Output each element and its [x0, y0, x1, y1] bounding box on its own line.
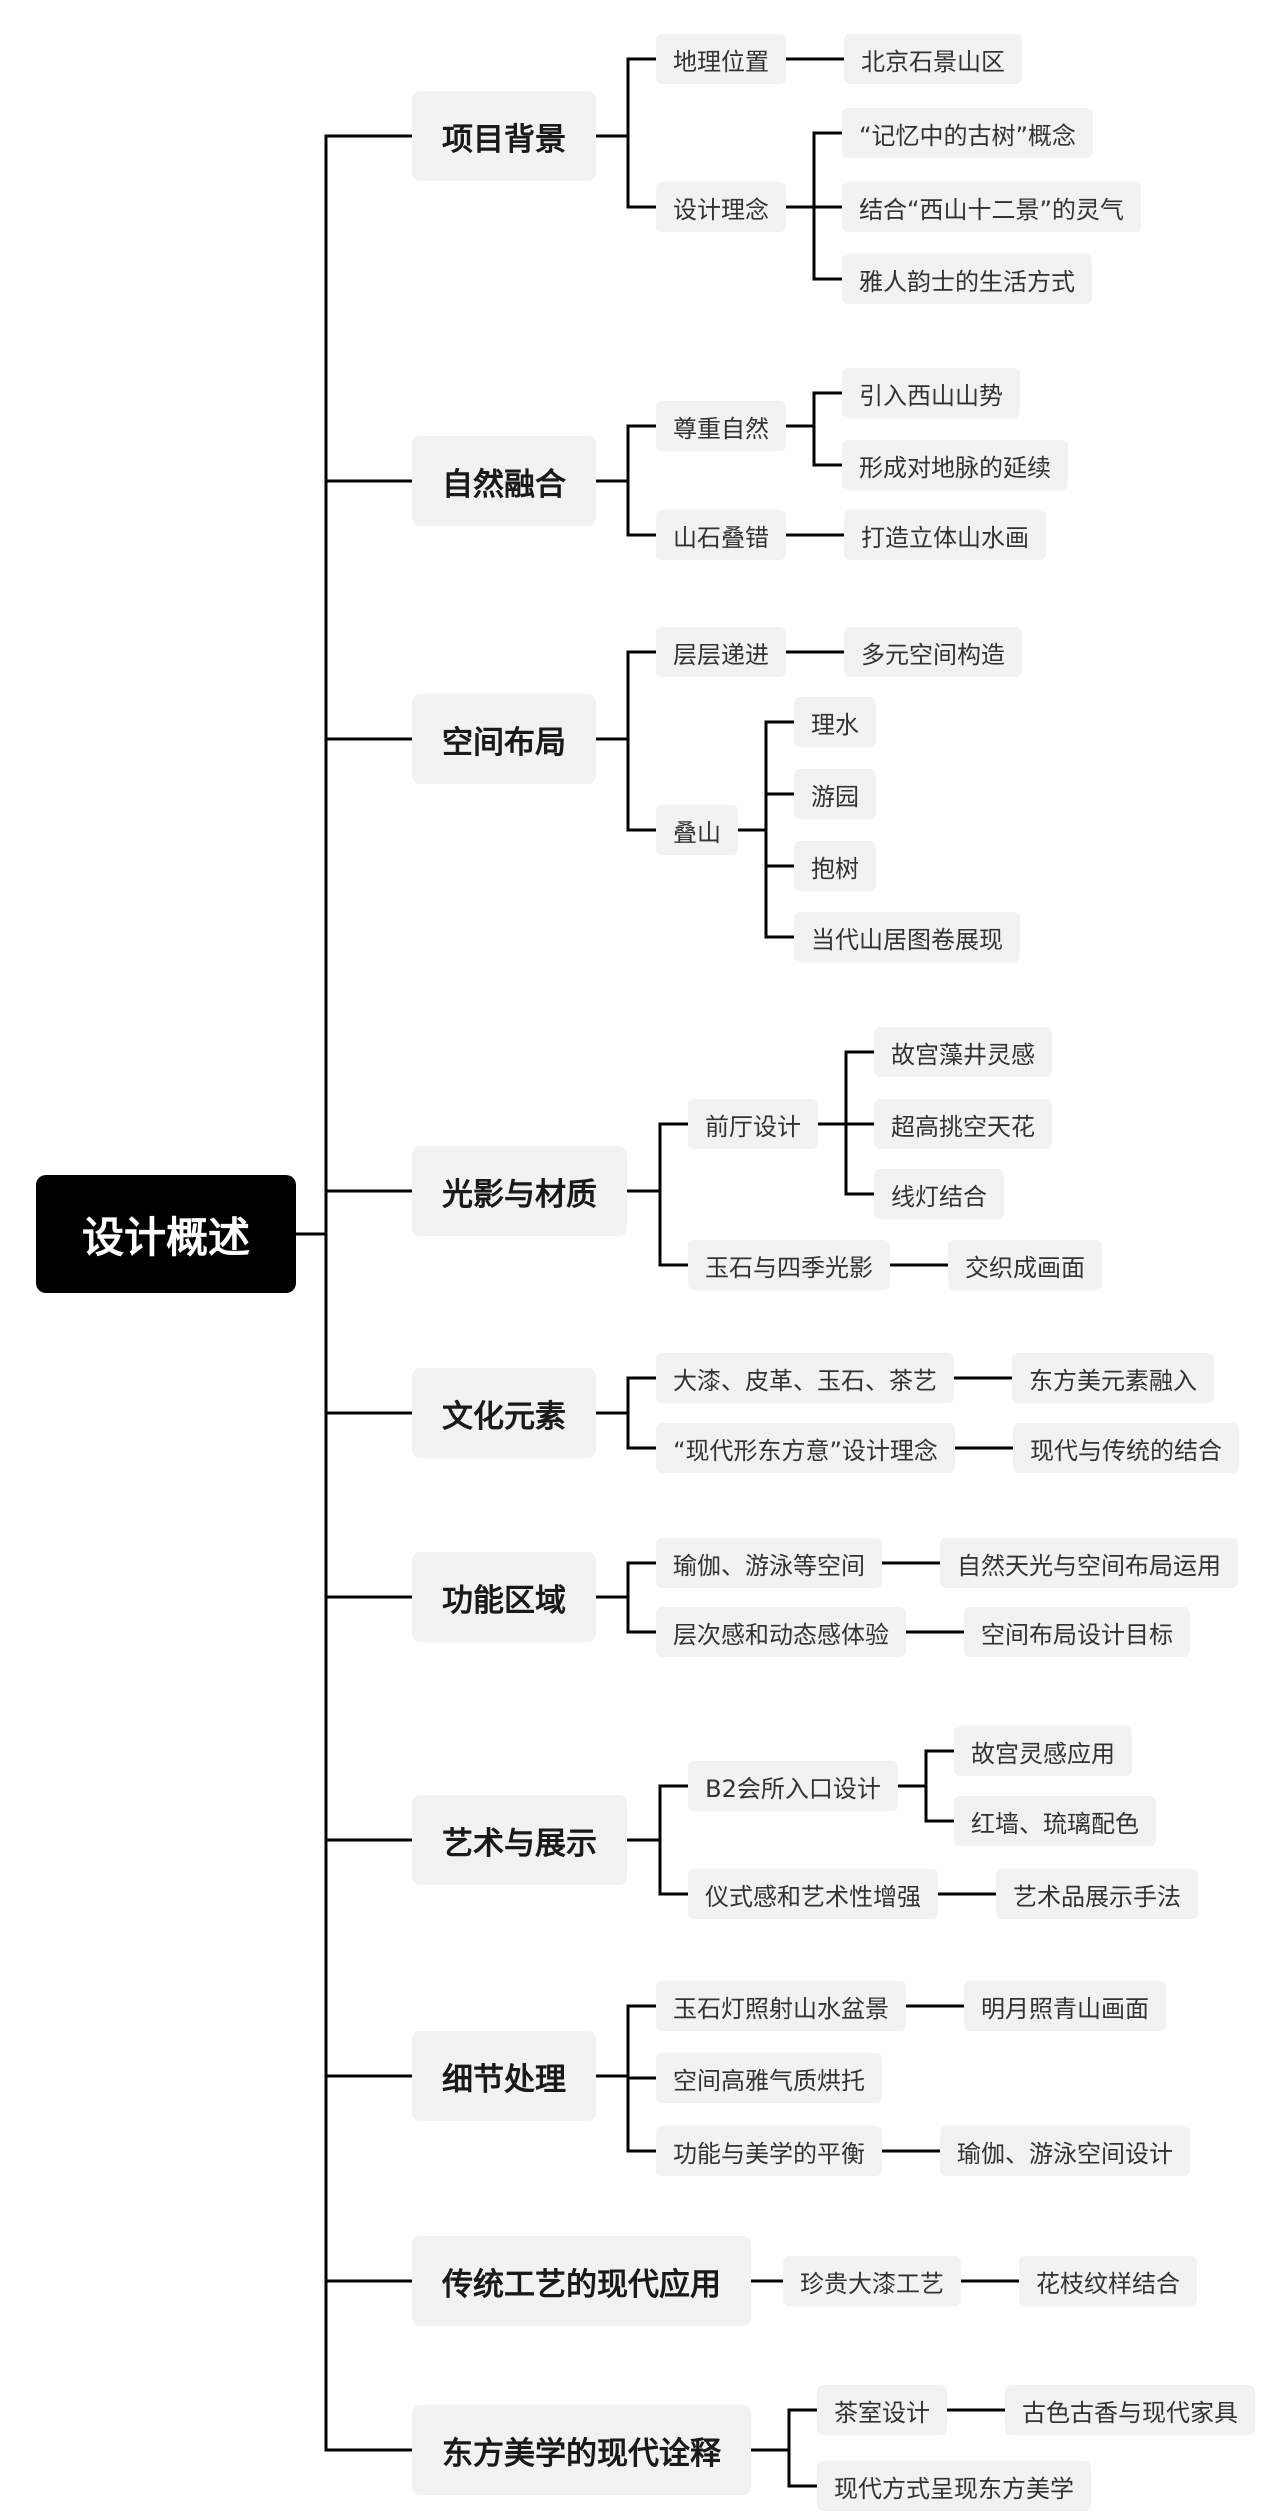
- branch-node: 细节处理: [412, 2031, 596, 2121]
- sub-node: 玉石灯照射山水盆景: [656, 1981, 906, 2031]
- leaf-node: 线灯结合: [874, 1169, 1004, 1219]
- leaf-node: 自然天光与空间布局运用: [940, 1538, 1238, 1588]
- branch-node: 东方美学的现代诠释: [412, 2405, 751, 2495]
- sub-node: 珍贵大漆工艺: [783, 2256, 961, 2306]
- sub-node: “现代形东方意”设计理念: [656, 1423, 955, 1473]
- leaf-node: 结合“西山十二景”的灵气: [842, 182, 1141, 232]
- leaf-node: 引入西山山势: [842, 368, 1020, 418]
- sub-node: 大漆、皮革、玉石、茶艺: [656, 1353, 954, 1403]
- leaf-node: 古色古香与现代家具: [1005, 2385, 1255, 2435]
- sub-node: 茶室设计: [817, 2385, 947, 2435]
- leaf-node: 故宫灵感应用: [954, 1726, 1132, 1776]
- branch-node: 光影与材质: [412, 1146, 627, 1236]
- leaf-node: 超高挑空天花: [874, 1099, 1052, 1149]
- leaf-node: 游园: [794, 769, 876, 819]
- leaf-node: 交织成画面: [948, 1240, 1102, 1290]
- sub-node: 功能与美学的平衡: [656, 2126, 882, 2176]
- leaf-node: 打造立体山水画: [844, 510, 1046, 560]
- sub-node: 层次感和动态感体验: [656, 1607, 906, 1657]
- branch-node: 空间布局: [412, 694, 596, 784]
- leaf-node: 花枝纹样结合: [1019, 2256, 1197, 2306]
- sub-node: 仪式感和艺术性增强: [688, 1869, 938, 1919]
- leaf-node: 当代山居图卷展现: [794, 912, 1020, 962]
- leaf-node: 抱树: [794, 841, 876, 891]
- branch-node: 项目背景: [412, 91, 596, 181]
- root-node: 设计概述: [36, 1175, 296, 1293]
- leaf-node: 红墙、琉璃配色: [954, 1796, 1156, 1846]
- leaf-node: 理水: [794, 697, 876, 747]
- branch-node: 传统工艺的现代应用: [412, 2236, 751, 2326]
- branch-node: 文化元素: [412, 1368, 596, 1458]
- sub-node: 层层递进: [656, 627, 786, 677]
- sub-node: 瑜伽、游泳等空间: [656, 1538, 882, 1588]
- sub-node: 叠山: [656, 805, 738, 855]
- sub-node: 尊重自然: [656, 401, 786, 451]
- branch-node: 功能区域: [412, 1552, 596, 1642]
- leaf-node: 艺术品展示手法: [996, 1869, 1198, 1919]
- sub-node: 山石叠错: [656, 510, 786, 560]
- leaf-node: 北京石景山区: [844, 34, 1022, 84]
- leaf-node: 雅人韵士的生活方式: [842, 254, 1092, 304]
- sub-node: 空间高雅气质烘托: [656, 2053, 882, 2103]
- sub-node: 前厅设计: [688, 1099, 818, 1149]
- leaf-node: “记忆中的古树”概念: [842, 108, 1093, 158]
- leaf-node: 东方美元素融入: [1012, 1353, 1214, 1403]
- branch-node: 艺术与展示: [412, 1795, 627, 1885]
- sub-node: 现代方式呈现东方美学: [817, 2461, 1091, 2511]
- leaf-node: 故宫藻井灵感: [874, 1027, 1052, 1077]
- sub-node: 地理位置: [656, 34, 786, 84]
- leaf-node: 明月照青山画面: [964, 1981, 1166, 2031]
- leaf-node: 空间布局设计目标: [964, 1607, 1190, 1657]
- leaf-node: 瑜伽、游泳空间设计: [940, 2126, 1190, 2176]
- leaf-node: 多元空间构造: [844, 627, 1022, 677]
- sub-node: 玉石与四季光影: [688, 1240, 890, 1290]
- leaf-node: 形成对地脉的延续: [842, 440, 1068, 490]
- sub-node: 设计理念: [656, 182, 786, 232]
- leaf-node: 现代与传统的结合: [1013, 1423, 1239, 1473]
- branch-node: 自然融合: [412, 436, 596, 526]
- sub-node: B2会所入口设计: [688, 1761, 898, 1811]
